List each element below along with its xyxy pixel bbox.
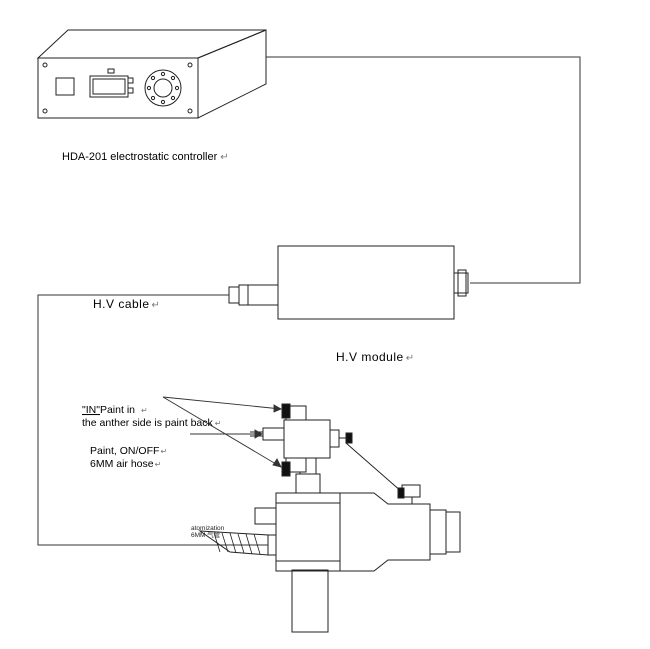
controller-button <box>107 68 115 74</box>
controller-display <box>89 75 129 98</box>
gun-barrel <box>339 492 431 572</box>
controller-screw <box>42 62 48 68</box>
controller-button <box>127 77 134 84</box>
controller-screw <box>187 108 193 114</box>
hv-module-left-connector <box>238 284 279 306</box>
arrow-paint-in <box>162 396 282 410</box>
hv-module-body <box>277 245 455 320</box>
atomization-label: atomization <box>191 525 225 532</box>
controller-label: HDA-201 electrostatic controller↵ <box>62 151 229 163</box>
controller-screw <box>42 108 48 114</box>
gun-side-nut <box>345 432 353 444</box>
controller-side-face <box>197 29 267 119</box>
controller-knob-marks <box>146 71 180 105</box>
controller-unit <box>36 29 267 119</box>
controller-button <box>127 87 134 94</box>
hv-module <box>228 245 469 320</box>
gun-paint-in-nut <box>281 403 291 419</box>
gun-rear-threaded-hose <box>198 530 269 556</box>
arrow-paint-back <box>162 396 282 468</box>
gun-main-block <box>275 492 341 572</box>
gun-valve-left-port <box>262 427 285 441</box>
controller-knob <box>153 78 173 98</box>
controller-to-module-cable <box>266 56 581 284</box>
atomization-hose-label: 6MM 气管 <box>191 530 221 539</box>
hv-module-right-connector <box>453 272 469 294</box>
gun-link-cable <box>345 442 403 493</box>
paint-onoff-label: Paint, ON/OFF↵ <box>90 445 167 457</box>
gun-nozzle-tip <box>445 511 461 553</box>
paint-in-label: "IN"Paint in↵ <box>82 404 148 416</box>
annotation-arrows <box>162 396 283 468</box>
controller-front-face <box>37 57 199 119</box>
gun-valve-body <box>283 419 331 459</box>
controller-screw <box>187 62 193 68</box>
hv-module-label: H.V module↵ <box>336 350 415 364</box>
gun-rear-threads <box>213 532 261 555</box>
hv-module-left-connector-tip <box>228 286 240 304</box>
gun-handle <box>291 569 329 633</box>
gun-air-fitting <box>254 507 277 525</box>
air-hose-label: 6MM air hose↵ <box>90 458 161 470</box>
gun-valve-right-port <box>329 429 340 448</box>
gun-rear-fitting <box>267 534 277 556</box>
controller-display-inner <box>92 78 126 95</box>
paint-back-label: the anther side is paint back↵ <box>82 417 221 429</box>
gun-stem <box>295 473 321 494</box>
spray-gun <box>198 403 461 633</box>
controller-display-small <box>55 77 75 96</box>
gun-paint-back-nut <box>281 461 291 477</box>
hv-cable-line <box>37 294 268 546</box>
controller-knob-ring <box>144 69 182 107</box>
hv-cable-label: H.V cable↵ <box>93 297 160 311</box>
gun-nozzle <box>429 509 447 555</box>
gun-barrel-connector <box>401 484 421 498</box>
